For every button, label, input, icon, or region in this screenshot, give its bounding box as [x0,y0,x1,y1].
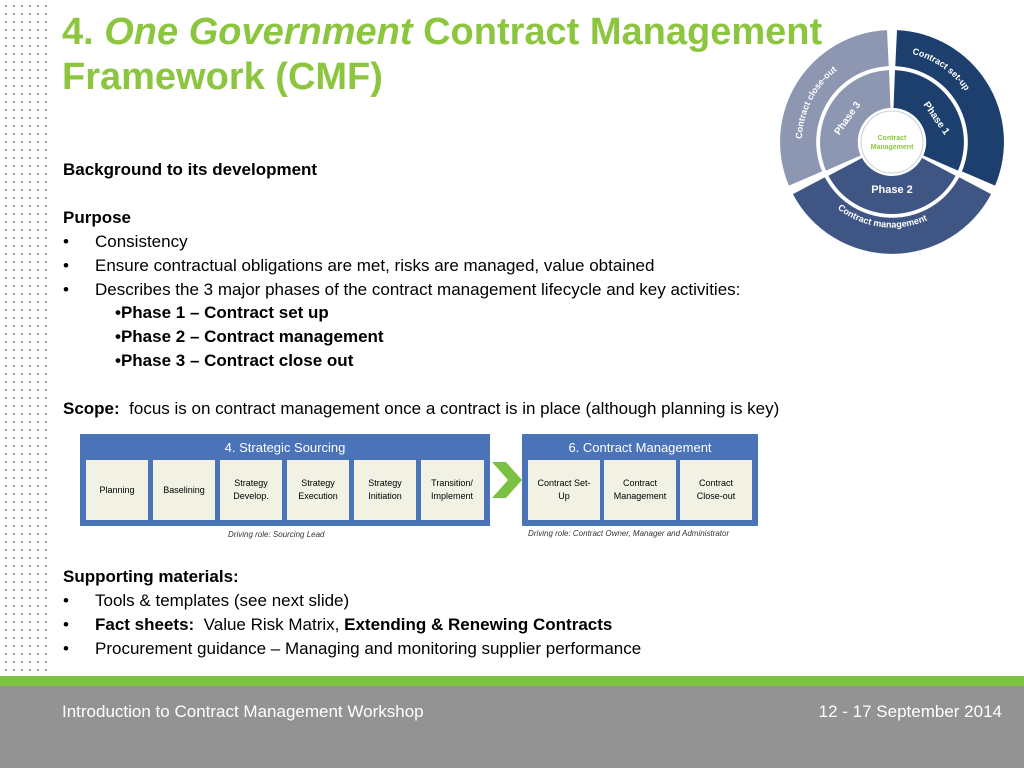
phase2-label: Phase 2 [871,184,913,196]
scope-text: focus is on contract management once a c… [129,399,780,418]
phase-item: •Phase 3 – Contract close out [115,351,354,370]
bullet: • [63,639,69,658]
sourcing-step: Strategy Initiation [354,460,416,520]
dot-pattern-decoration [0,0,48,682]
title-rest: Contract Management Framework (CMF) [62,11,823,98]
sourcing-title: 4. Strategic Sourcing [225,440,346,455]
sourcing-process-diagram: 4. Strategic Sourcing Planning Baselinin… [80,434,758,539]
center-label-line2: Management [871,144,914,151]
footer: Introduction to Contract Management Work… [0,686,1024,768]
inner-segment-phase3 [820,70,891,171]
outer-segment-setup [895,30,1004,186]
bullet: • [63,256,69,275]
step-label: Close-out [697,491,736,501]
title-number: 4. [62,11,105,53]
step-label: Strategy [368,478,402,488]
sourcing-step: Transition/ Implement [421,460,484,520]
center-label-line1: Contract [878,135,907,142]
step-label: Transition/ [431,478,473,488]
step-label: Contract Set- [537,478,590,488]
scope-line: Scope: focus is on contract management o… [63,398,779,420]
supporting-heading: Supporting materials: [63,567,239,586]
step-label: Contract [623,478,658,488]
bullet: • [63,280,69,299]
supporting-item-text: Fact sheets: Value Risk Matrix, Extendin… [95,614,612,636]
cm-step: Contract Set- Up [528,460,600,520]
fact-sheets-text: Value Risk Matrix, [203,615,340,634]
footer-date: 12 - 17 September 2014 [818,702,1002,721]
purpose-item-text: Describes the 3 major phases of the cont… [95,280,741,299]
inner-segment-phase1 [893,70,964,171]
cm-role: Driving role: Contract Owner, Manager an… [528,529,729,538]
cm-title: 6. Contract Management [568,440,711,455]
bullet: • [63,615,69,634]
cmf-cycle-diagram: Contract Management Phase 1 Phase 2 Phas… [780,30,1004,254]
cycle-center [860,110,924,174]
step-label: Execution [298,491,338,501]
phase-item: •Phase 2 – Contract management [115,327,384,346]
fact-sheets-label: Fact sheets: [95,615,195,634]
purpose-item-text: Ensure contractual obligations are met, … [95,256,655,275]
purpose-heading: Purpose [63,208,132,227]
bullet: • [63,591,69,610]
footer-accent-bar [0,676,1024,686]
chevron-right-icon [492,462,522,498]
cm-step: Contract Management [604,460,676,520]
footer-workshop-title: Introduction to Contract Management Work… [62,702,424,721]
bullet: • [63,232,69,251]
sourcing-step: Baselining [153,460,215,520]
supporting-item-text: Tools & templates (see next slide) [95,591,350,610]
supporting-item-text: Procurement guidance – Managing and moni… [95,639,642,658]
fact-sheets-bold-text: Extending & Renewing Contracts [344,615,613,634]
step-label: Develop. [233,491,269,501]
step-label: Initiation [368,491,402,501]
step-label: Strategy [301,478,335,488]
sourcing-step: Strategy Execution [287,460,349,520]
outer-segment-management [792,177,992,254]
title-italic: One Government [104,11,413,53]
page-title: 4. One Government Contract Management Fr… [62,10,1024,100]
scope-label: Scope: [63,399,120,418]
background-heading: Background to its development [63,160,318,179]
step-label: Contract [699,478,734,488]
cm-step: Contract Close-out [680,460,752,520]
inner-segment-phase2 [828,158,956,215]
purpose-item-text: Consistency [95,232,188,251]
phase-item: •Phase 1 – Contract set up [115,303,329,322]
step-label: Implement [431,491,474,501]
step-label: Baselining [163,485,205,495]
step-label: Strategy [234,478,268,488]
sourcing-step: Strategy Develop. [220,460,282,520]
sourcing-step: Planning [86,460,148,520]
step-label: Management [614,491,667,501]
step-label: Planning [99,485,134,495]
outer-segment-closeout [780,30,889,186]
step-label: Up [558,491,570,501]
sourcing-role: Driving role: Sourcing Lead [228,530,325,539]
